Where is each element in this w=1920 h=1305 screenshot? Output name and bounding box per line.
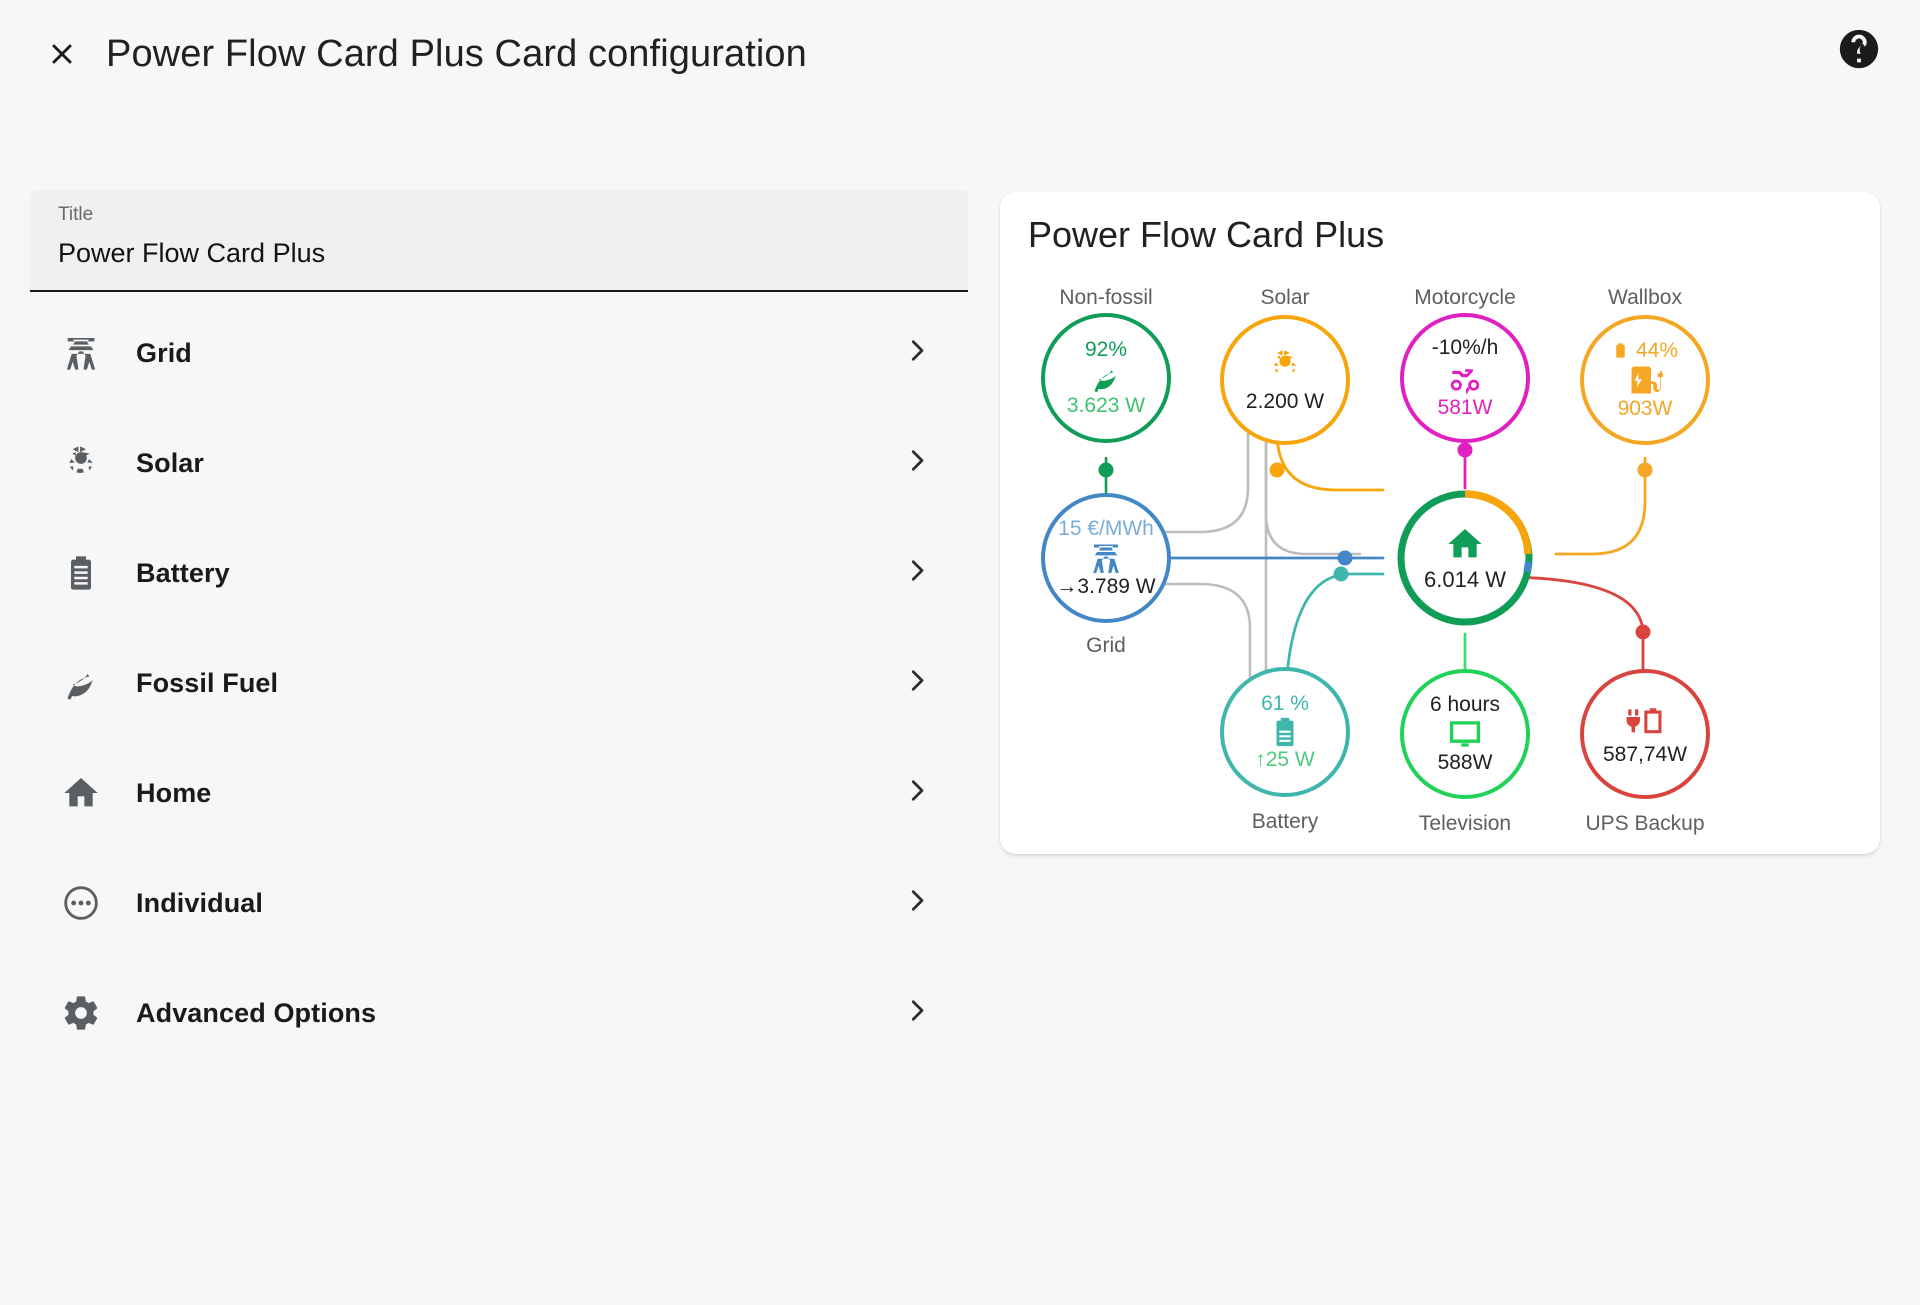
sidebar-item-home[interactable]: Home [30, 738, 968, 848]
title-field[interactable]: Title Power Flow Card Plus [30, 190, 968, 292]
close-button[interactable] [36, 28, 88, 80]
node-non-fossil-power: 3.623 W [1066, 394, 1146, 417]
motorbike-electric-icon [1446, 359, 1484, 397]
node-television[interactable]: 6 hours 588W [1400, 669, 1530, 799]
node-label-motorcycle: Motorcycle [1414, 286, 1516, 309]
sidebar-item-individual[interactable]: Individual [30, 848, 968, 958]
sidebar-item-label: Advanced Options [136, 997, 377, 1028]
chevron-right-icon [902, 446, 932, 481]
node-wallbox-percent: 44% [1635, 338, 1679, 362]
home-icon [58, 770, 104, 816]
title-field-label: Title [58, 204, 94, 225]
solar-power-icon [1266, 347, 1304, 385]
help-circle-icon [1839, 29, 1879, 69]
node-ups-power: 587,74W [1602, 742, 1688, 766]
node-solar-power: 2.200 W [1245, 389, 1325, 413]
node-label-wallbox: Wallbox [1608, 286, 1682, 309]
sidebar-item-grid[interactable]: Grid [30, 298, 968, 408]
ev-station-icon [1627, 362, 1663, 398]
chevron-right-icon [902, 336, 932, 371]
chevron-right-icon [902, 776, 932, 811]
flow-dot-solar [1269, 462, 1285, 478]
battery-small-icon [1612, 342, 1629, 359]
sidebar-item-label: Grid [136, 337, 192, 368]
sidebar-item-label: Battery [136, 557, 230, 588]
node-ups-backup[interactable]: 587,74W [1580, 669, 1710, 799]
node-motorcycle-power: 581W [1437, 396, 1493, 419]
node-label-grid: Grid [1086, 634, 1126, 657]
battery-icon [58, 550, 104, 596]
config-form: Title Power Flow Card Plus Grid Solar [30, 190, 968, 1068]
node-label-ups-backup: UPS Backup [1585, 812, 1705, 835]
gear-icon [58, 990, 104, 1036]
sidebar-item-label: Home [136, 777, 212, 808]
node-label-battery: Battery [1251, 810, 1319, 833]
section-list: Grid Solar Battery [30, 298, 968, 1068]
node-home[interactable]: 6.014 W [1395, 488, 1535, 628]
home-icon [1445, 524, 1485, 564]
chevron-right-icon [902, 556, 932, 591]
flow-dot-nonfossil [1098, 462, 1114, 478]
node-non-fossil-percent: 92% [1084, 337, 1128, 361]
sidebar-item-advanced-options[interactable]: Advanced Options [30, 958, 968, 1068]
node-television-hours: 6 hours [1429, 692, 1501, 716]
transmission-tower-icon [58, 330, 104, 376]
sidebar-item-label: Solar [136, 447, 205, 478]
node-battery-power: ↑25 W [1255, 748, 1315, 771]
node-television-power: 588W [1437, 751, 1493, 774]
node-home-power: 6.014 W [1424, 567, 1506, 593]
sidebar-item-label: Individual [136, 887, 264, 918]
dialog-header: Power Flow Card Plus Card configuration [0, 0, 1920, 108]
help-button[interactable] [1836, 26, 1882, 72]
chevron-right-icon [902, 666, 932, 701]
title-input[interactable]: Power Flow Card Plus [58, 237, 326, 268]
sidebar-item-solar[interactable]: Solar [30, 408, 968, 518]
chevron-right-icon [902, 886, 932, 921]
solar-power-icon [58, 440, 104, 486]
flow-dot-battery [1333, 566, 1349, 582]
television-icon [1447, 716, 1483, 752]
sidebar-item-battery[interactable]: Battery [30, 518, 968, 628]
node-label-television: Television [1418, 812, 1512, 835]
flow-dot-ups [1635, 624, 1651, 640]
sidebar-item-label: Fossil Fuel [136, 667, 279, 698]
battery-icon [1268, 715, 1302, 749]
leaf-icon [1089, 361, 1123, 395]
power-flow-diagram: Non-fossil 92% 3.623 W Solar 2.200 W Mot… [1000, 192, 1880, 854]
node-grid-price: 15 €/MWh [1058, 516, 1154, 540]
close-icon [52, 44, 72, 64]
node-battery[interactable]: 61 % ↑25 W [1220, 667, 1350, 797]
dots-circle-icon [58, 880, 104, 926]
preview-card-title: Power Flow Card Plus [1028, 214, 1385, 255]
power-plug-battery-icon [1623, 702, 1667, 742]
node-label-non-fossil: Non-fossil [1059, 286, 1153, 309]
node-wallbox-battery-row: 44% [1612, 338, 1679, 362]
node-motorcycle[interactable]: -10%/h 581W [1400, 313, 1530, 443]
node-wallbox[interactable]: 44% 903W [1580, 315, 1710, 445]
flow-dot-wallbox [1637, 462, 1653, 478]
flow-dot-motorcycle [1457, 442, 1473, 458]
page-title: Power Flow Card Plus Card configuration [106, 32, 807, 75]
node-motorcycle-rate: -10%/h [1431, 335, 1499, 359]
node-wallbox-power: 903W [1617, 397, 1673, 420]
transmission-tower-icon [1088, 540, 1124, 576]
flow-dot-grid [1337, 550, 1353, 566]
sidebar-item-fossil-fuel[interactable]: Fossil Fuel [30, 628, 968, 738]
node-solar[interactable]: 2.200 W [1220, 315, 1350, 445]
card-preview: Power Flow Card Plus [1000, 192, 1880, 854]
node-battery-percent: 61 % [1261, 691, 1309, 715]
home-ring [1397, 490, 1533, 626]
node-grid[interactable]: 15 €/MWh →3.789 W [1041, 493, 1171, 623]
leaf-icon [58, 660, 104, 706]
node-label-solar: Solar [1260, 286, 1310, 309]
chevron-right-icon [902, 996, 932, 1031]
node-non-fossil[interactable]: 92% 3.623 W [1041, 313, 1171, 443]
node-grid-power: →3.789 W [1056, 575, 1156, 598]
